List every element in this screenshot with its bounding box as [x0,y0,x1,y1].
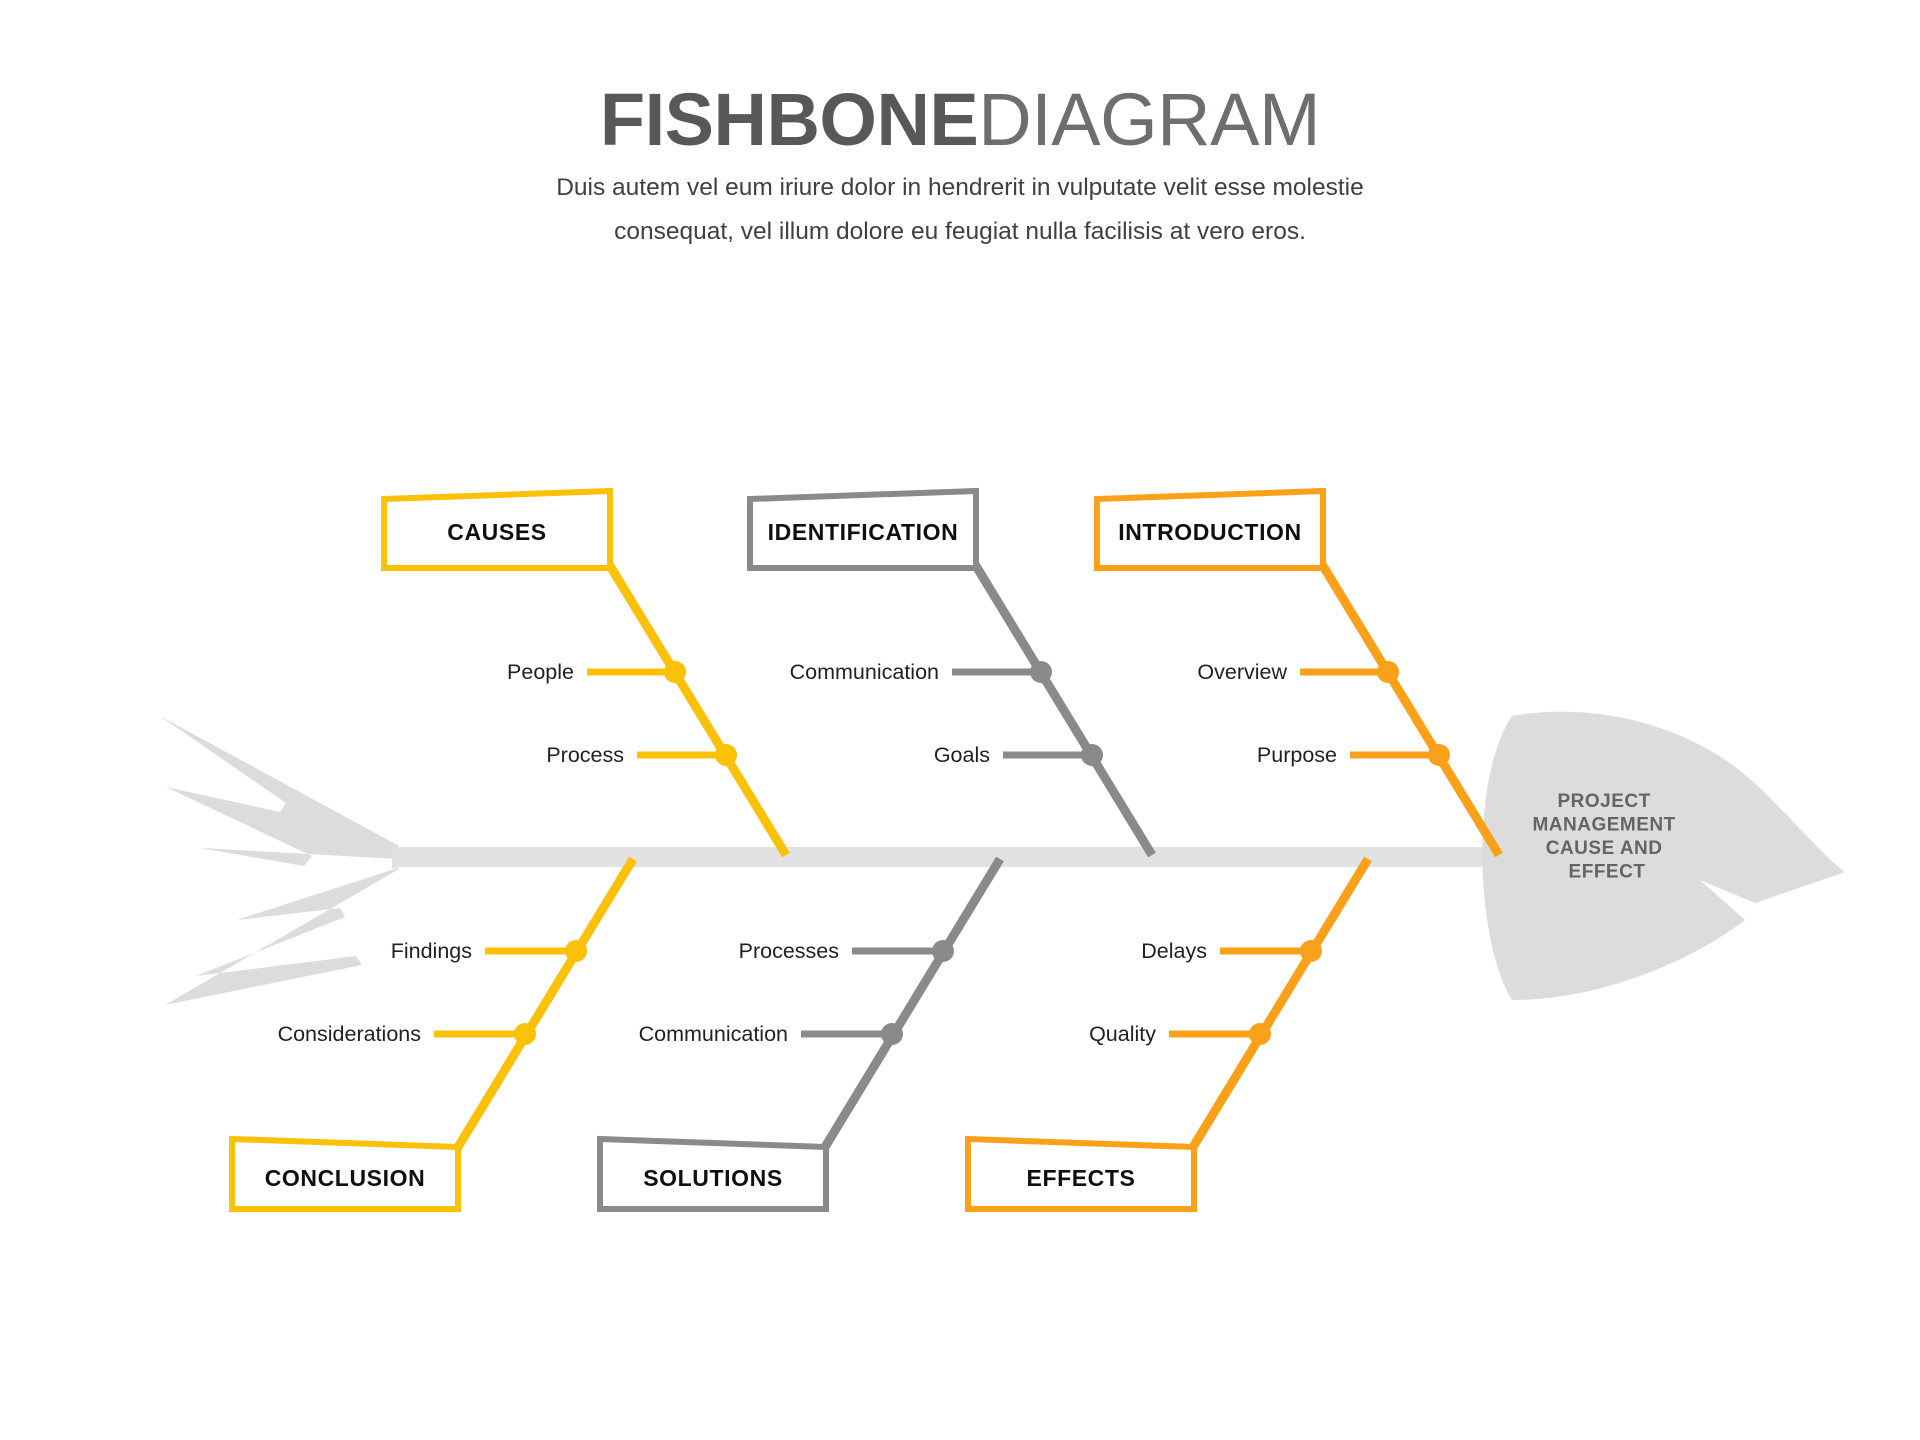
branch-introduction-node-0[interactable] [1377,661,1399,683]
branch-solutions-node-0[interactable] [932,940,954,962]
branch-effects-rib [1186,856,1372,1155]
branch-solutions-node-1[interactable] [881,1023,903,1045]
branch-solutions-cause-0: Processes [739,939,839,963]
branch-causes-cause-0: People [507,660,574,684]
branch-causes-node-1[interactable] [715,744,737,766]
fish-head-label: PROJECT MANAGEMENT CAUSE AND EFFECT [1532,791,1681,883]
branch-effects-cause-1: Quality [1089,1022,1156,1046]
branch-identification[interactable]: Communication Goals IDENTIFICATION [747,487,1156,858]
branch-introduction-node-1[interactable] [1428,744,1450,766]
branch-identification-node-1[interactable] [1081,744,1103,766]
fish-spine [400,847,1510,867]
branch-causes-cause-1: Process [546,743,624,767]
branch-solutions[interactable]: Processes Communication SOLUTIONS [597,856,1004,1212]
branch-conclusion[interactable]: Findings Considerations CONCLUSION [229,856,637,1212]
branch-identification-cause-1: Goals [934,743,990,767]
fish-head-line-1: MANAGEMENT [1532,815,1675,836]
fish-head-line-3: EFFECT [1569,862,1646,883]
branch-identification-node-0[interactable] [1030,661,1052,683]
branch-conclusion-rib [451,856,637,1155]
branch-conclusion-label: CONCLUSION [265,1165,426,1191]
branch-solutions-cause-1: Communication [639,1022,788,1046]
branch-conclusion-box[interactable] [229,1135,461,1212]
branch-effects-cause-0: Delays [1141,939,1207,963]
branch-causes-node-0[interactable] [664,661,686,683]
branch-introduction-rib [1316,558,1503,858]
branch-effects-node-1[interactable] [1249,1023,1271,1045]
fish-head-shape [1482,711,1845,1000]
fish-head-line-2: CAUSE AND [1546,838,1663,859]
branch-introduction-cause-1: Purpose [1257,743,1337,767]
branch-introduction[interactable]: Overview Purpose INTRODUCTION [1094,487,1503,858]
page-subtitle-line-1: Duis autem vel eum iriure dolor in hendr… [556,174,1364,201]
branch-introduction-box[interactable] [1094,487,1326,571]
branch-introduction-label: INTRODUCTION [1118,519,1302,545]
branch-introduction-cause-0: Overview [1197,660,1287,684]
branch-solutions-box[interactable] [597,1135,829,1212]
branch-identification-box[interactable] [747,487,979,571]
branch-conclusion-node-1[interactable] [514,1023,536,1045]
fish-tail-shape [160,716,410,1005]
branch-causes-box[interactable] [381,487,613,571]
branch-solutions-rib [818,856,1004,1155]
fish-head: PROJECT MANAGEMENT CAUSE AND EFFECT [1482,711,1845,1000]
branch-effects[interactable]: Delays Quality EFFECTS [965,856,1372,1212]
branch-causes[interactable]: People Process CAUSES [381,487,790,858]
page-title-strong: FISHBONE [599,78,979,161]
branch-causes-label: CAUSES [447,519,546,545]
branch-conclusion-cause-1: Considerations [278,1022,421,1046]
page-subtitle-line-2: consequat, vel illum dolore eu feugiat n… [614,218,1306,245]
branch-identification-rib [969,558,1156,858]
branch-causes-rib [603,558,790,858]
branch-effects-box[interactable] [965,1135,1197,1212]
branch-conclusion-cause-0: Findings [391,939,472,963]
page-header: FISHBONEDIAGRAM Duis autem vel eum iriur… [0,78,1920,250]
branch-identification-cause-0: Communication [790,660,939,684]
fish-head-line-0: PROJECT [1557,791,1650,812]
branch-identification-label: IDENTIFICATION [768,519,959,545]
fish-tail [160,716,418,1005]
branch-effects-node-0[interactable] [1300,940,1322,962]
page-title-light: DIAGRAM [978,78,1321,161]
branch-conclusion-node-0[interactable] [565,940,587,962]
branch-solutions-label: SOLUTIONS [643,1165,783,1191]
page-title: FISHBONEDIAGRAM [0,78,1920,162]
branch-effects-label: EFFECTS [1027,1165,1136,1191]
